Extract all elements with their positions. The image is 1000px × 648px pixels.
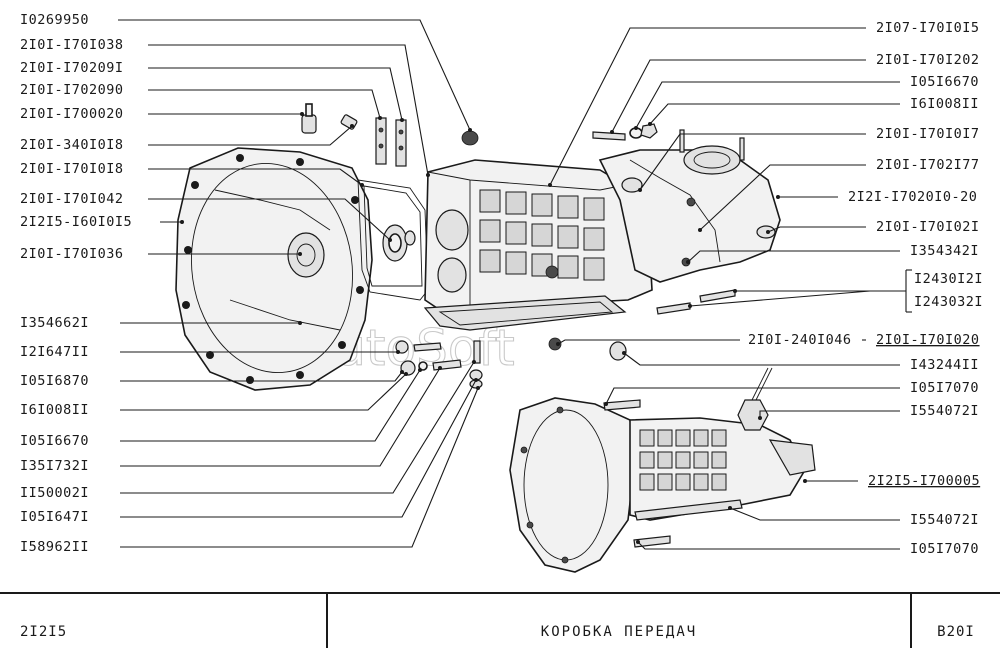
label-left-13: I05I6870 — [20, 373, 89, 389]
label-left-17: II50002I — [20, 485, 89, 501]
label-left-6: 2I0I-340I0I8 — [20, 137, 124, 153]
label-right-11: I243032I — [914, 294, 983, 310]
sheet-number: B20I — [937, 624, 975, 640]
assembled-gearbox — [509, 367, 816, 573]
label-left-4: 2I0I-I702090 — [20, 82, 124, 98]
assembly-title: КОРОБКА ПЕРЕДАЧ — [328, 594, 912, 648]
label-left-19: I58962II — [20, 539, 89, 555]
label-mid: 2I0I-240I046 — [748, 332, 852, 348]
label-left-10: 2I0I-I70I036 — [20, 246, 124, 262]
label-right-5: 2I0I-I70I0I7 — [876, 126, 980, 142]
label-right-18: I05I7070 — [910, 541, 979, 557]
label-left-16: I35I732I — [20, 458, 89, 474]
bottom-cover — [423, 295, 627, 331]
label-left-11: I354662I — [20, 315, 89, 331]
label-left-7: 2I0I-I70I0I8 — [20, 161, 124, 177]
assembled-ribs — [639, 429, 727, 491]
label-left-2: 2I0I-I70I038 — [20, 37, 124, 53]
left-callouts: I0269950 2I0I-I70I038 2I0I-I70209I 2I0I-… — [20, 12, 480, 555]
gasket — [357, 179, 429, 301]
label-right-1: 2I07-I70I0I5 — [876, 20, 980, 36]
label-left-3: 2I0I-I70209I — [20, 60, 124, 76]
label-right-12: 2I0I-I70I020 — [876, 332, 980, 348]
label-left-9: 2I2I5-I60I0I5 — [20, 214, 132, 230]
seals — [382, 224, 416, 262]
label-right-6: 2I0I-I702I77 — [876, 157, 980, 173]
label-left-12: I2I647II — [20, 344, 89, 360]
right-callouts: 2I07-I70I0I5 2I0I-I70I202 I05I6670 I6I00… — [548, 20, 983, 557]
label-left-15: I05I6670 — [20, 433, 89, 449]
small-parts-top — [301, 103, 658, 167]
label-right-17: I554072I — [910, 512, 979, 528]
label-right-7: 2I2I-I7020I0-20 — [848, 189, 977, 205]
model-code: 2I2I5 — [0, 594, 328, 648]
exploded-parts-diagram: AutoSoft — [20, 12, 983, 573]
title-block: 2I2I5 КОРОБКА ПЕРЕДАЧ B20I — [0, 592, 1000, 648]
label-left-1: I0269950 — [20, 12, 89, 28]
gearbox-case — [424, 159, 653, 311]
label-right-13: I43244II — [910, 357, 979, 373]
label-left-18: I05I647I — [20, 509, 89, 525]
case-ribs — [479, 189, 605, 281]
label-left-8: 2I0I-I70I042 — [20, 191, 124, 207]
label-left-5: 2I0I-I700020 — [20, 106, 124, 122]
label-right-4: I6I008II — [910, 96, 979, 112]
label-right-9: I354342I — [910, 243, 979, 259]
label-left-14: I6I008II — [20, 402, 89, 418]
label-right-3: I05I6670 — [910, 74, 979, 90]
label-right-8: 2I0I-I70I02I — [876, 219, 980, 235]
bracket-group — [688, 269, 912, 313]
label-right-16: 2I2I5-I700005 — [868, 473, 980, 489]
clutch-housing — [175, 147, 373, 391]
label-right-15: I554072I — [910, 403, 979, 419]
label-right-14: I05I7070 — [910, 380, 979, 396]
label-right-2: 2I0I-I70I202 — [876, 52, 980, 68]
label-right-10: I2430I2I — [914, 271, 983, 287]
